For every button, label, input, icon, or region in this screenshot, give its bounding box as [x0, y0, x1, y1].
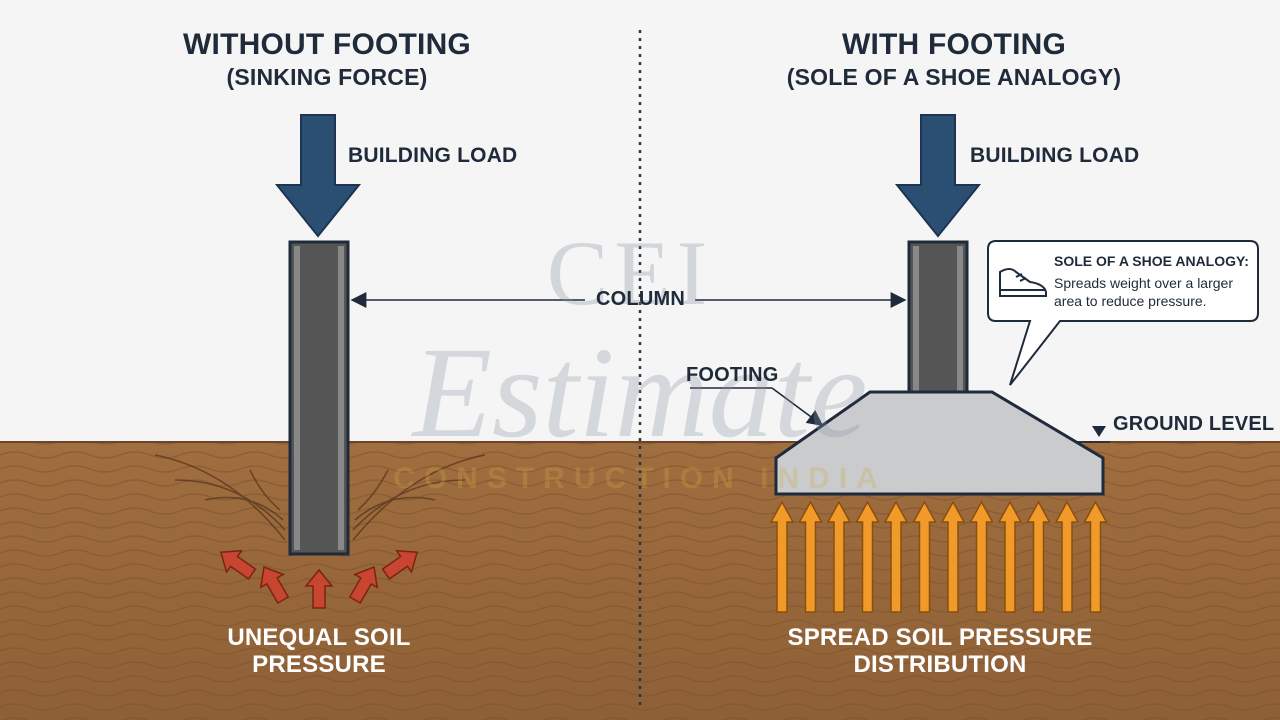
spread-pressure-arrow — [798, 500, 823, 613]
shoe-analogy-callout: SOLE OF A SHOE ANALOGY: Spreads weight o… — [988, 241, 1258, 321]
ground-level-marker — [1092, 426, 1106, 437]
left-load-label: BUILDING LOAD — [348, 144, 518, 167]
spread-pressure-arrow — [940, 500, 966, 613]
spread-pressure-arrow — [855, 500, 880, 613]
left-pressure-label-line2: PRESSURE — [252, 651, 386, 678]
right-pressure-label-line1: SPREAD SOIL PRESSURE — [787, 624, 1093, 651]
spread-pressure-arrow — [969, 500, 994, 613]
left-title: WITHOUT FOOTING — [183, 28, 471, 61]
left-pressure-arrows — [219, 549, 419, 609]
spread-pressure-arrow — [883, 500, 909, 613]
right-pressure-label-line2: DISTRIBUTION — [853, 651, 1027, 678]
callout-text: Spreads weight over a larger area to red… — [1054, 275, 1233, 309]
footing-label: FOOTING — [686, 364, 779, 386]
column-label: COLUMN — [596, 288, 685, 310]
left-subtitle: (SINKING FORCE) — [226, 64, 428, 90]
left-sinking-curves — [154, 454, 486, 541]
ground-level-label: GROUND LEVEL — [1113, 413, 1275, 435]
left-pressure-label-line1: UNEQUAL SOIL — [227, 624, 411, 651]
right-title: WITH FOOTING — [841, 28, 1067, 61]
right-load-label: BUILDING LOAD — [970, 144, 1140, 167]
spread-pressure-arrow — [826, 500, 852, 613]
spread-pressure-arrow — [997, 500, 1023, 613]
spread-pressure-arrow — [1083, 500, 1108, 613]
callout-heading: SOLE OF A SHOE ANALOGY: — [1054, 253, 1249, 269]
right-load-arrow — [894, 114, 982, 238]
footing-pointer — [771, 387, 824, 426]
left-load-arrow — [274, 114, 362, 238]
callout-bubble — [987, 240, 1259, 386]
footing — [774, 390, 1105, 496]
spread-pressure-arrow — [1026, 500, 1051, 613]
spread-pressure-arrows — [769, 500, 1108, 613]
right-subtitle: (SOLE OF A SHOE ANALOGY) — [786, 64, 1122, 90]
spread-pressure-arrow — [912, 500, 937, 613]
spread-pressure-arrow — [769, 500, 795, 613]
shoe-icon — [999, 268, 1047, 297]
spread-pressure-arrow — [1054, 500, 1080, 613]
